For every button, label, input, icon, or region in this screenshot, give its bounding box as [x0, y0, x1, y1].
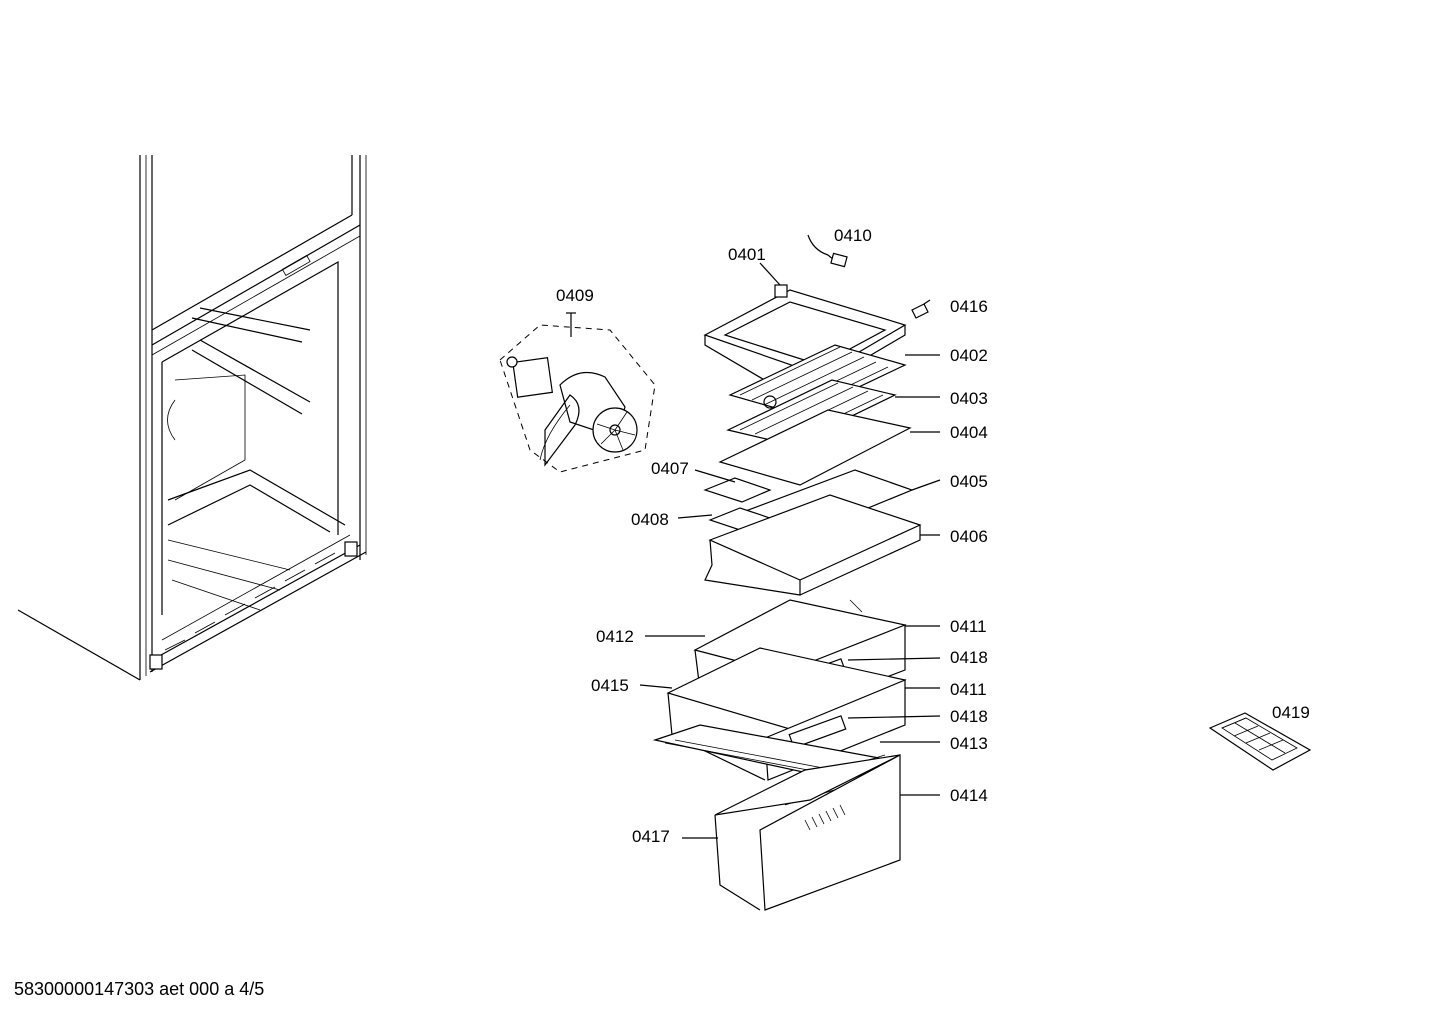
label-0418-upper: 0418	[950, 648, 988, 667]
label-0405: 0405	[950, 472, 988, 491]
label-0411-lower: 0411	[950, 680, 987, 699]
fridge-cabinet-drawing	[17, 155, 367, 681]
drawer-stack	[652, 599, 907, 911]
label-0414: 0414	[950, 786, 988, 805]
label-0418-lower: 0418	[950, 707, 988, 726]
label-0413: 0413	[950, 734, 988, 753]
drawing-reference-code: 58300000147303 aet 000 a 4/5	[14, 979, 265, 999]
label-0407: 0407	[651, 459, 689, 478]
ice-cube-tray	[1208, 712, 1312, 771]
label-0401: 0401	[728, 245, 766, 264]
fan-unit-assembly	[499, 312, 656, 473]
label-0404: 0404	[950, 423, 988, 442]
label-0411-upper: 0411	[950, 617, 987, 636]
label-0417: 0417	[632, 827, 670, 846]
evaporator-stack	[703, 234, 931, 596]
label-0403: 0403	[950, 389, 988, 408]
label-0419: 0419	[1272, 703, 1310, 722]
part-labels: 0401 0402 0403 0404 0405 0406 0407 0408 …	[556, 226, 1310, 846]
label-0415: 0415	[591, 676, 629, 695]
leader-lines	[639, 262, 941, 839]
label-0406: 0406	[950, 527, 988, 546]
label-0416: 0416	[950, 297, 988, 316]
label-0402: 0402	[950, 346, 988, 365]
label-0408: 0408	[631, 510, 669, 529]
label-0409: 0409	[556, 286, 594, 305]
label-0412: 0412	[596, 627, 634, 646]
label-0410: 0410	[834, 226, 872, 245]
